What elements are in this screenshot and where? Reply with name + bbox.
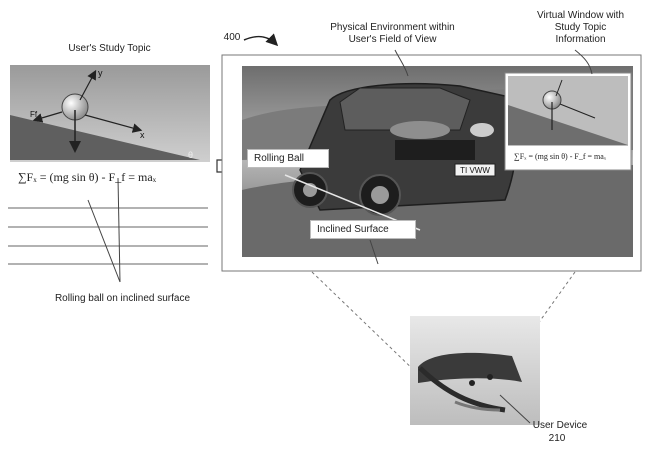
mini-formula: ∑Fₓ = (mg sin θ) - F_f = maₓ <box>514 152 606 161</box>
study-topic-diagram: y x Ff θ <box>10 65 210 162</box>
inclined-surface-tag: Inclined Surface <box>310 220 416 239</box>
y-axis-letter: y <box>98 68 103 78</box>
license-plate: TI VWW <box>460 166 490 175</box>
physical-environment-label: Physical Environment within User's Field… <box>325 22 460 46</box>
ff-letter: Ff <box>30 110 38 119</box>
theta-letter: θ <box>188 150 193 160</box>
virtual-window-label: Virtual Window with Study Topic Informat… <box>533 10 628 46</box>
user-device <box>410 316 540 425</box>
notes-lines <box>8 208 208 264</box>
figure-ref-arrow <box>244 37 276 44</box>
x-axis-letter: x <box>140 130 145 140</box>
user-device-label: User Device <box>525 420 595 432</box>
figure-ref-label: 400 <box>220 32 244 44</box>
rolling-ball-tag: Rolling Ball <box>247 149 329 168</box>
study-topic-label: User's Study Topic <box>22 43 197 55</box>
rolling-ball-caption: Rolling ball on inclined surface <box>30 293 215 305</box>
caption-leaders <box>88 178 120 282</box>
user-device-ref: 210 <box>545 433 569 445</box>
main-formula: ∑Fₓ = (mg sin θ) - F_f = maₓ <box>18 170 156 185</box>
